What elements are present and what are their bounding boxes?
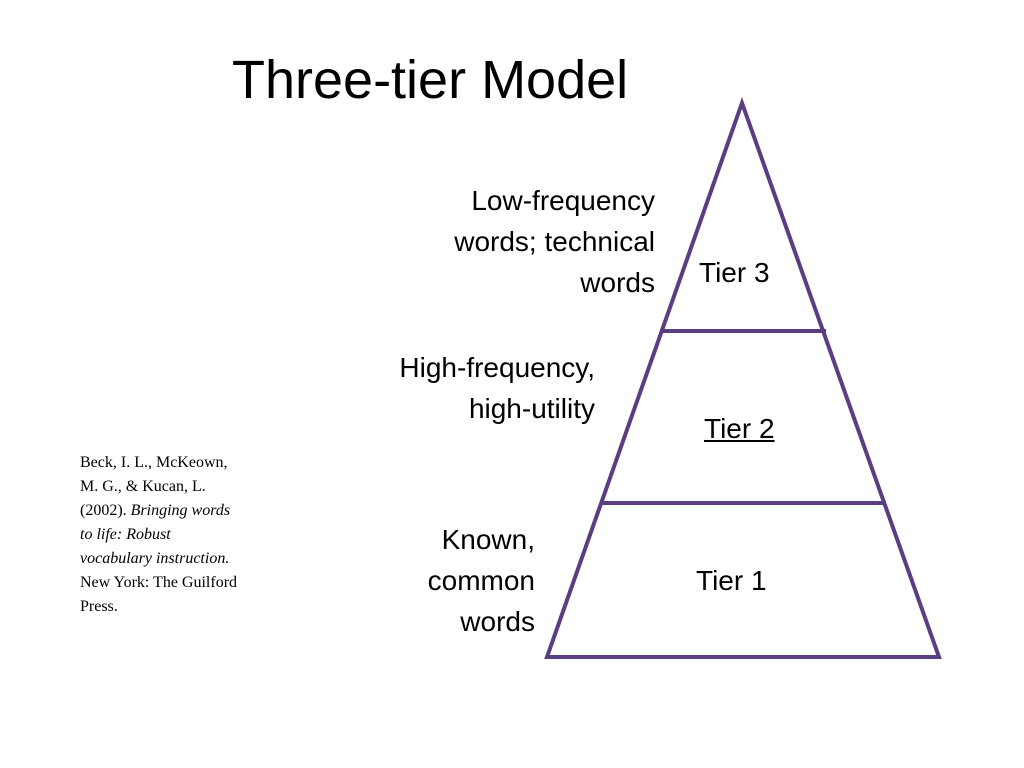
tier-1-description-line: common <box>427 565 535 596</box>
tier-2-description-line: High-frequency, <box>399 352 595 383</box>
citation-line: (2002). Bringing words <box>80 499 280 523</box>
tier-2-label[interactable]: Tier 2 <box>704 413 775 444</box>
tier-3-description-line: Low-frequency <box>471 185 655 216</box>
tier-1-label: Tier 1 <box>696 565 767 596</box>
tier-2-description: High-frequency, high-utility <box>399 347 595 429</box>
citation-line: to life: Robust <box>80 523 280 547</box>
tier-3-description-line: words; technical <box>454 226 655 257</box>
citation-line: New York: The Guilford <box>80 574 238 591</box>
citation-line: vocabulary instruction. <box>80 547 280 571</box>
citation-line: Press. <box>80 598 118 615</box>
tier-3-label: Tier 3 <box>699 257 770 288</box>
tier-3-description: Low-frequency words; technical words <box>454 180 655 303</box>
citation-book-title: vocabulary instruction. <box>80 550 230 567</box>
tier-1-description: Known, common words <box>428 519 535 642</box>
citation-book-title: Bringing words <box>130 502 231 519</box>
tier-1-description-line: Known, <box>441 524 535 555</box>
citation: Beck, I. L., McKeown, M. G., & Kucan, L.… <box>80 451 280 619</box>
citation-line: M. G., & Kucan, L. <box>80 478 206 495</box>
citation-book-title: to life: Robust <box>80 526 171 543</box>
citation-line: Beck, I. L., McKeown, <box>80 454 228 471</box>
citation-year: (2002). <box>80 502 131 519</box>
slide-title: Three-tier Model <box>232 50 629 110</box>
pyramid-outline <box>544 97 942 659</box>
tier-1-description-line: words <box>460 606 535 637</box>
tier-2-description-line: high-utility <box>468 393 595 424</box>
tier-3-description-line: words <box>580 267 655 298</box>
